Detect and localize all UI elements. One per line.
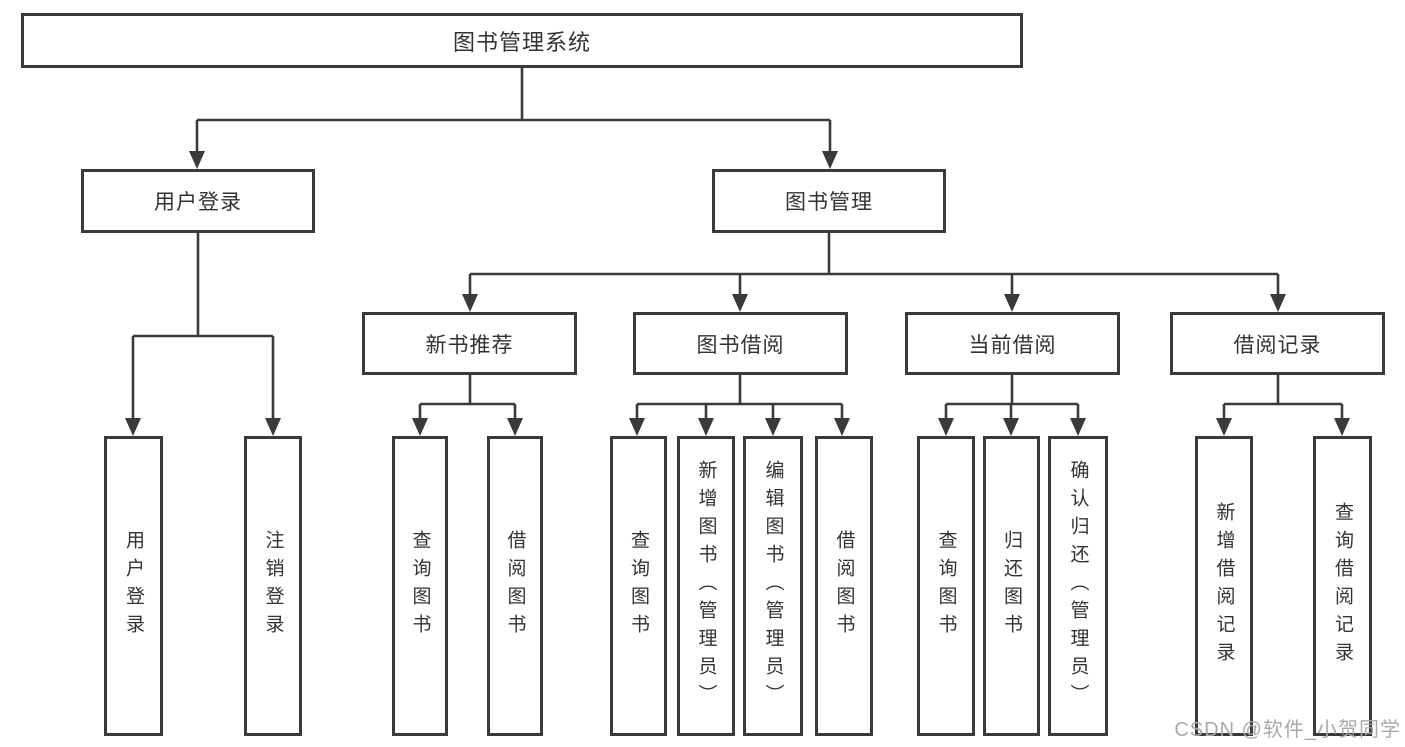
leaf-user-login: 用户登录 [104,436,163,736]
node-new-book-recommendation: 新书推荐 [362,312,577,375]
leaf-query-books-1: 查询图书 [392,436,448,736]
watermark: CSDN @软件_小贺同学 [1174,719,1401,741]
node-current-borrowing: 当前借阅 [905,312,1120,375]
leaf-borrow-books-1: 借阅图书 [487,436,543,736]
leaf-return-books: 归还图书 [983,436,1040,736]
leaf-borrow-books-2: 借阅图书 [815,436,873,736]
leaf-add-borrow-record: 新增借阅记录 [1195,436,1253,736]
leaf-query-borrow-record: 查询借阅记录 [1313,436,1372,736]
node-borrowing-records: 借阅记录 [1170,312,1385,375]
node-user-login: 用户登录 [81,169,315,233]
leaf-query-books-2: 查询图书 [610,436,667,736]
leaf-add-books-admin: 新增图书（管理员） [677,436,735,736]
node-book-management: 图书管理 [712,169,946,233]
node-book-borrowing: 图书借阅 [633,312,848,375]
leaf-confirm-return-admin: 确认归还（管理员） [1048,436,1108,736]
leaf-edit-books-admin: 编辑图书（管理员） [743,436,803,736]
leaf-query-books-3: 查询图书 [917,436,975,736]
leaf-logout: 注销登录 [244,436,302,736]
node-library-management-system: 图书管理系统 [21,13,1023,68]
